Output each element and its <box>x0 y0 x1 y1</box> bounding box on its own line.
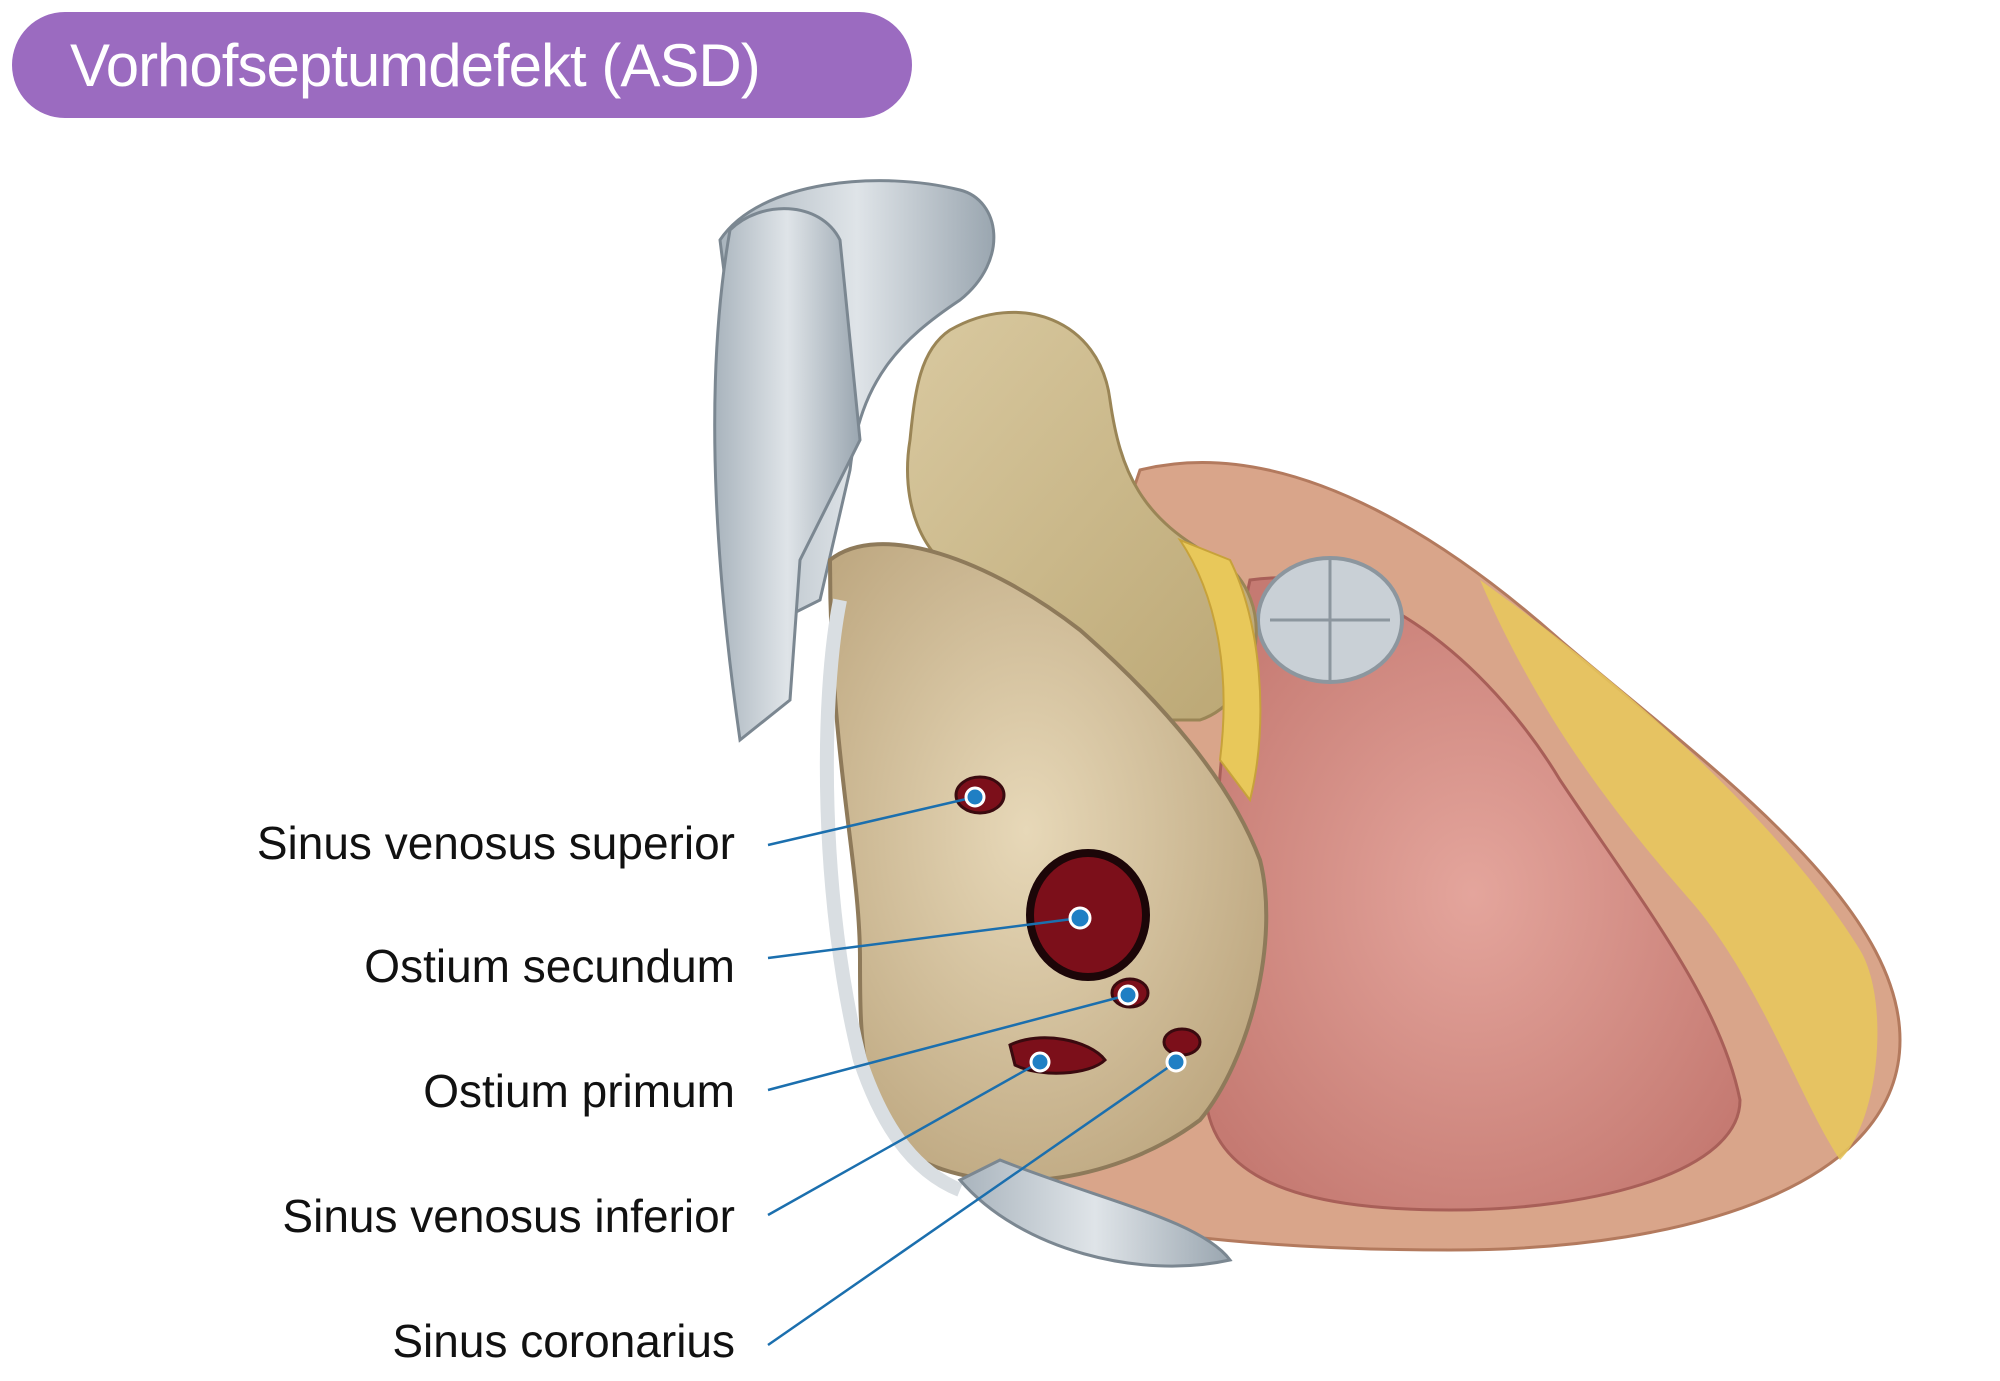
marker-dots <box>964 786 1187 1073</box>
atrial-rim <box>819 598 963 1197</box>
fat-strand <box>1177 537 1262 803</box>
leader-line <box>767 993 1129 1092</box>
marker-dot <box>1068 906 1092 930</box>
title-banner: Vorhofseptumdefekt (ASD) <box>12 12 912 118</box>
label-sinus-venosus-superior: Sinus venosus superior <box>256 817 735 869</box>
vessel-left <box>713 207 862 743</box>
label-ostium-primum: Ostium primum <box>423 1065 735 1117</box>
marker-dot <box>1029 1051 1051 1073</box>
label-sinus-venosus-inferior: Sinus venosus inferior <box>282 1190 735 1242</box>
fat-layer <box>1480 580 1878 1160</box>
leader-line <box>767 1060 1041 1217</box>
inferior-vena-cava <box>957 1158 1233 1268</box>
leader-lines <box>767 795 1177 1347</box>
label-ostium-secundum: Ostium secundum <box>364 940 735 992</box>
leader-line <box>767 916 1081 960</box>
marker-dot <box>964 786 986 808</box>
leader-line <box>767 795 976 847</box>
leader-line <box>767 1060 1177 1347</box>
label-sinus-coronarius: Sinus coronarius <box>392 1315 735 1367</box>
marker-dot <box>1165 1051 1187 1073</box>
marker-dot <box>1117 984 1139 1006</box>
aorta <box>906 310 1258 722</box>
diagram-title: Vorhofseptumdefekt (ASD) <box>70 31 761 99</box>
right-atrium <box>827 542 1269 1183</box>
